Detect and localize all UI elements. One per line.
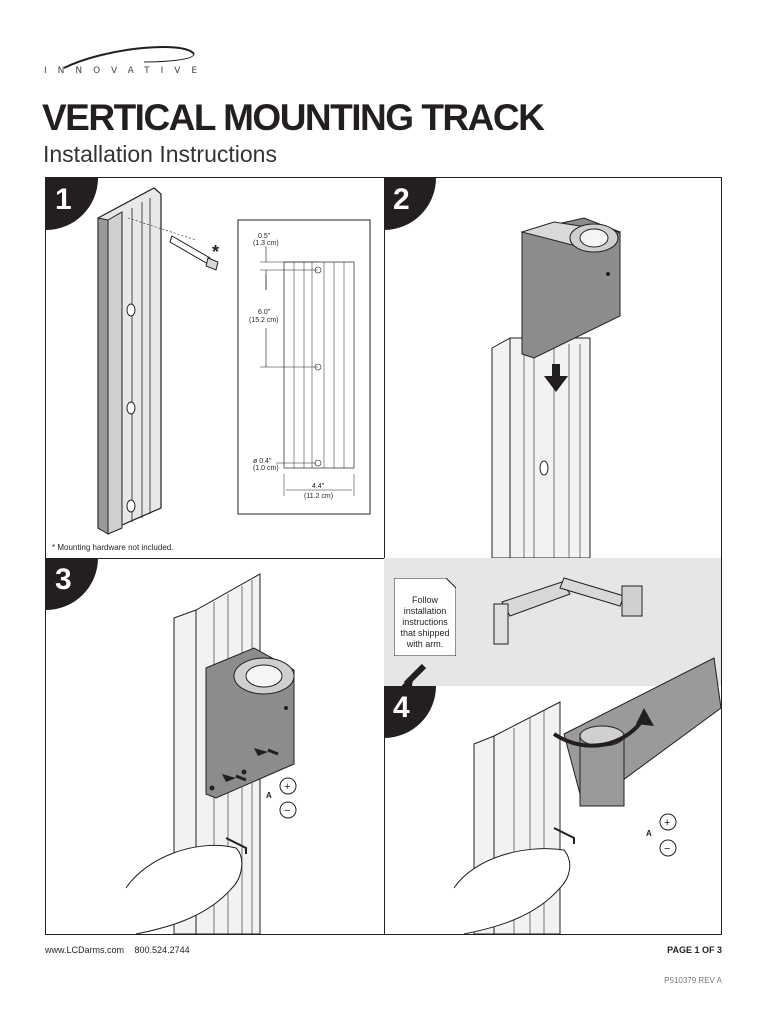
dim-hole-cm: (1.0 cm) xyxy=(253,465,279,472)
step-number: 2 xyxy=(393,183,410,216)
tighten-symbol: + xyxy=(284,781,290,793)
logo-text: INNOVATIVE xyxy=(44,66,209,76)
step-2-illustration xyxy=(491,217,622,558)
arm-illustration xyxy=(493,577,643,645)
step-3-badge: 3 xyxy=(46,558,98,610)
step-4-panel: A + − Follow installation instructions t… xyxy=(384,558,721,934)
step-4-badge: 4 xyxy=(384,686,436,738)
logo-swoosh xyxy=(63,45,195,69)
step-number: 1 xyxy=(55,183,72,216)
instruction-grid: * xyxy=(45,177,722,935)
tool-label: A xyxy=(646,829,652,838)
loosen-symbol: − xyxy=(664,843,670,855)
dim-spacing-cm: (15.2 cm) xyxy=(249,317,279,324)
note-symbol: * xyxy=(52,543,56,552)
hand-and-wrench-illustration xyxy=(125,837,247,934)
step-number: 4 xyxy=(393,691,410,724)
brand-logo: INNOVATIVE xyxy=(44,40,244,82)
track-illustration xyxy=(97,187,162,535)
step-1-badge: 1 xyxy=(46,178,98,230)
step-3-illustration: A + − xyxy=(125,573,297,934)
dim-top-in: 0.5" xyxy=(258,233,271,240)
note-text: Mounting hardware not included. xyxy=(57,543,174,552)
website-link[interactable]: www.LCDarms.com xyxy=(45,945,125,955)
track-illustration xyxy=(491,337,591,558)
dim-top-cm: (1.3 cm) xyxy=(253,240,279,247)
down-arrow-icon xyxy=(544,364,568,392)
rotate-arrow-icon xyxy=(552,708,654,748)
hand-and-wrench-illustration xyxy=(453,827,575,934)
mount-block-illustration xyxy=(205,647,295,799)
mount-block-illustration xyxy=(520,217,622,359)
push-arrow-icon xyxy=(222,748,279,782)
tighten-symbol: + xyxy=(664,817,670,829)
page-number: PAGE 1 OF 3 xyxy=(667,945,722,955)
loosen-symbol: − xyxy=(284,805,290,817)
step-1-panel: * xyxy=(46,178,385,559)
dim-width-cm: (11.2 cm) xyxy=(304,493,333,500)
callout-text: Follow installation instructions that sh… xyxy=(400,595,450,649)
callout-arrow-icon xyxy=(398,663,427,690)
hardware-note: * Mounting hardware not included. xyxy=(52,543,173,552)
document-code: P510379 REV A xyxy=(664,976,722,985)
screw-illustration xyxy=(127,217,219,271)
step-2-badge: 2 xyxy=(384,178,436,230)
follow-instructions-callout xyxy=(394,578,456,656)
step-number: 3 xyxy=(55,563,72,596)
page-subtitle: Installation Instructions xyxy=(43,141,277,167)
phone-number: 800.524.2744 xyxy=(134,945,190,955)
step-1-illustration: * xyxy=(97,187,371,535)
footer-contact: www.LCDarms.com 800.524.2744 xyxy=(45,945,198,955)
asterisk-symbol: * xyxy=(212,242,219,262)
step-2-panel: 2 xyxy=(384,178,721,559)
dim-width-in: 4.4" xyxy=(312,483,325,490)
dim-spacing-in: 6.0" xyxy=(258,309,271,316)
rotation-icons: A + − xyxy=(646,813,677,857)
rotation-icons: A + − xyxy=(266,777,297,819)
step-3-panel: A + − 3 xyxy=(46,558,385,934)
page-title: VERTICAL MOUNTING TRACK xyxy=(42,97,545,138)
dim-hole-in: ø 0.4" xyxy=(253,458,272,465)
dimension-drawing: 0.5" (1.3 cm) 6.0" (15.2 cm) ø 0.4" (1.0… xyxy=(237,219,371,515)
tool-label: A xyxy=(266,791,272,800)
